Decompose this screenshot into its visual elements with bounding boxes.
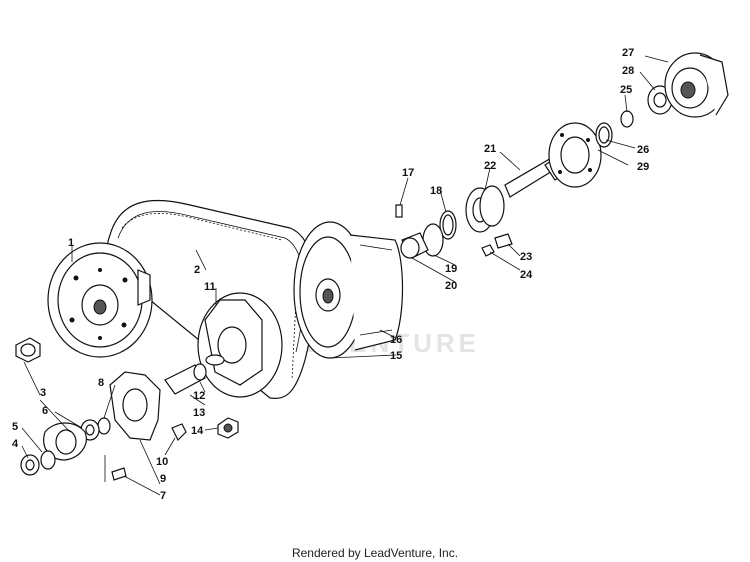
callout-5: 5 xyxy=(12,421,18,433)
callout-26: 26 xyxy=(637,144,649,156)
drive-clutch xyxy=(47,242,153,358)
callout-7: 7 xyxy=(160,490,166,502)
leader-lines xyxy=(21,55,669,496)
clip xyxy=(171,423,187,442)
bushing-20 xyxy=(400,232,429,259)
gasket-plate xyxy=(43,422,87,461)
nut xyxy=(217,417,239,439)
pin xyxy=(395,204,403,218)
small-ring-25 xyxy=(620,110,634,128)
callout-11: 11 xyxy=(204,281,216,293)
seal-ring xyxy=(20,450,56,476)
bearing-large xyxy=(465,185,505,233)
footer-credit: Rendered by LeadVenture, Inc. xyxy=(291,546,459,560)
callout-18: 18 xyxy=(430,185,442,197)
washer xyxy=(97,417,111,435)
hub-flange xyxy=(548,122,602,188)
callout-15: 15 xyxy=(390,350,402,362)
ring-18 xyxy=(439,210,457,240)
bolt-small xyxy=(111,467,127,481)
callout-21: 21 xyxy=(484,143,496,155)
callout-24: 24 xyxy=(520,269,533,281)
callout-12: 12 xyxy=(193,390,205,402)
driven-clutch xyxy=(197,292,283,398)
spacer-tube xyxy=(164,363,207,395)
one-way-clutch xyxy=(664,52,729,118)
callout-9: 9 xyxy=(160,473,166,485)
callout-4: 4 xyxy=(12,438,19,450)
bolt-23 xyxy=(494,233,513,249)
callout-25: 25 xyxy=(620,84,632,96)
callout-10: 10 xyxy=(156,456,168,468)
callout-14: 14 xyxy=(191,425,204,437)
callout-1: 1 xyxy=(68,237,74,249)
callout-2: 2 xyxy=(194,264,200,276)
callout-29: 29 xyxy=(637,161,649,173)
callout-22: 22 xyxy=(484,160,496,172)
callout-23: 23 xyxy=(520,251,532,263)
callout-28: 28 xyxy=(622,65,634,77)
callout-27: 27 xyxy=(622,47,634,59)
callout-16: 16 xyxy=(390,334,402,346)
callout-19: 19 xyxy=(445,263,457,275)
callout-17: 17 xyxy=(402,167,414,179)
roller xyxy=(15,337,41,363)
callout-3: 3 xyxy=(40,387,46,399)
callout-20: 20 xyxy=(445,280,457,292)
driven-pulley xyxy=(293,221,404,359)
cam-plate xyxy=(109,371,161,441)
callout-8: 8 xyxy=(98,377,104,389)
callout-13: 13 xyxy=(193,407,205,419)
snap-ring xyxy=(595,122,613,148)
callouts: 1 2 3 4 5 6 7 8 9 10 11 12 13 14 15 16 1… xyxy=(12,47,649,502)
callout-6: 6 xyxy=(42,405,48,417)
nut-24 xyxy=(481,244,495,257)
